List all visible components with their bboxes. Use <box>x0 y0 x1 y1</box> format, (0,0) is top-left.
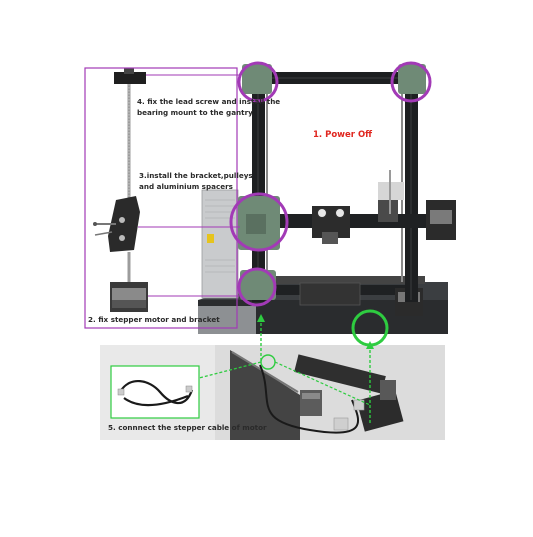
cable-closeup-inset <box>100 345 445 440</box>
step-5-label: 5. connnect the stepper cable of motor <box>108 423 267 432</box>
lead-screw-icon <box>93 68 148 312</box>
step-3-label-line-2: and aluminium spacers <box>139 182 233 191</box>
step-3-label-line-1: 3.install the bracket,pulleys <box>139 171 253 180</box>
power-supply-icon <box>201 189 239 299</box>
step-4-label-line-1: 4. fix the lead screw and install the <box>137 97 281 106</box>
bottom-left-bracket <box>240 270 276 300</box>
step-2-label: 2. fix stepper motor and bracket <box>88 315 220 324</box>
highlight-gantry-bracket <box>229 192 289 252</box>
exploded-view-box <box>84 67 240 329</box>
step-1-power-off-label: 1. Power Off <box>313 130 373 140</box>
highlight-top-left-bracket <box>237 61 279 103</box>
cable-icon <box>119 380 194 405</box>
highlight-base-bracket <box>237 267 277 307</box>
green-callouts <box>198 309 389 425</box>
highlight-top-right-bracket <box>390 61 432 103</box>
x-gantry <box>238 170 456 250</box>
step-4-label-line-2: bearing mount to the gantry <box>137 108 253 117</box>
cable-thumbnail <box>110 365 200 419</box>
